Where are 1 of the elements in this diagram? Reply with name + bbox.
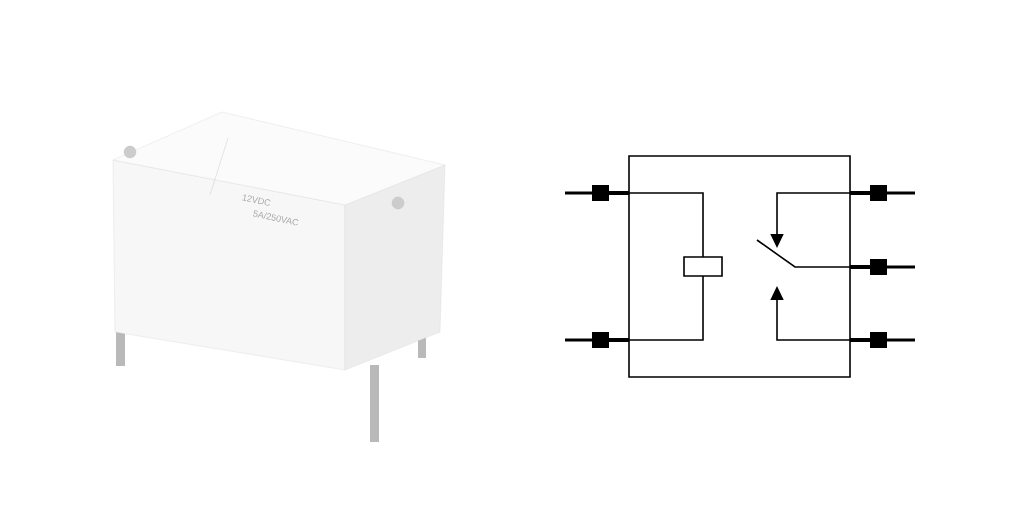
printed-marking: 12VDC xyxy=(242,194,271,206)
